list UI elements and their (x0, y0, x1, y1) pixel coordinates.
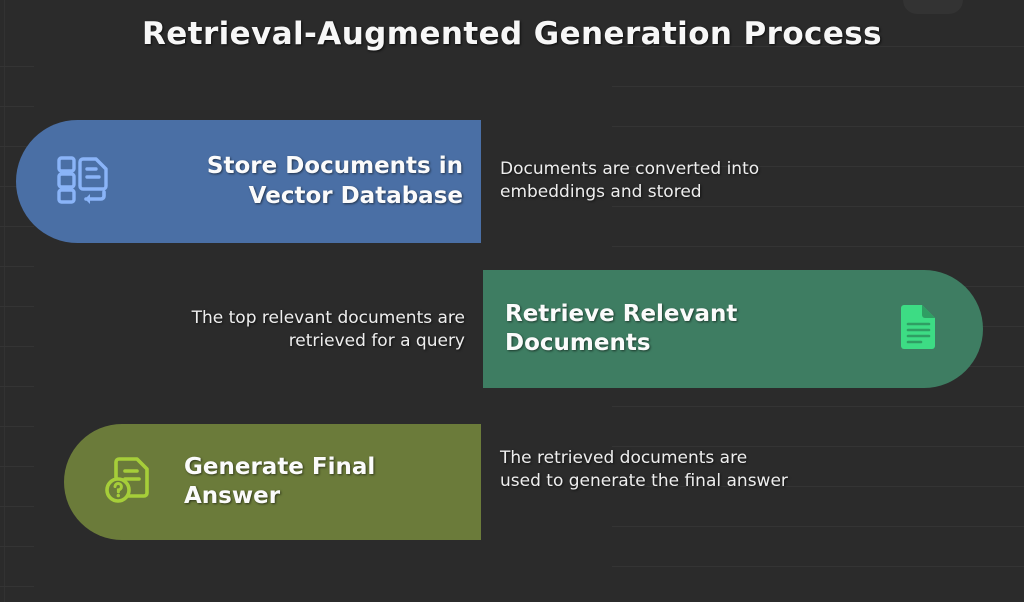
flow-card-store-documents[interactable]: Store Documents in Vector Database (16, 120, 481, 243)
document-question-icon (104, 455, 156, 509)
flow-step-description-3: The retrieved documents are used to gene… (500, 448, 788, 492)
flow-step-description-2: The top relevant documents are retrieved… (191, 308, 465, 352)
flow-step-row-3: Generate Final Answer (0, 424, 1024, 540)
flow-card-label: Generate Final Answer (184, 453, 376, 509)
flow-step-row-1: Store Documents in Vector Database (0, 120, 1024, 243)
document-icon (899, 303, 939, 355)
vector-database-icon (56, 154, 112, 210)
flow-step-row-2: Retrieve Relevant Documents (0, 270, 1024, 388)
flow-card-label: Retrieve Relevant Documents (505, 300, 738, 356)
flow-card-label: Store Documents in Vector Database (206, 153, 463, 209)
flow-step-description-1: Documents are converted into embeddings … (500, 159, 760, 203)
flow-card-generate-answer[interactable]: Generate Final Answer (64, 424, 481, 540)
flow-card-retrieve-documents[interactable]: Retrieve Relevant Documents (483, 270, 983, 388)
page-title: Retrieval-Augmented Generation Process (142, 16, 882, 52)
